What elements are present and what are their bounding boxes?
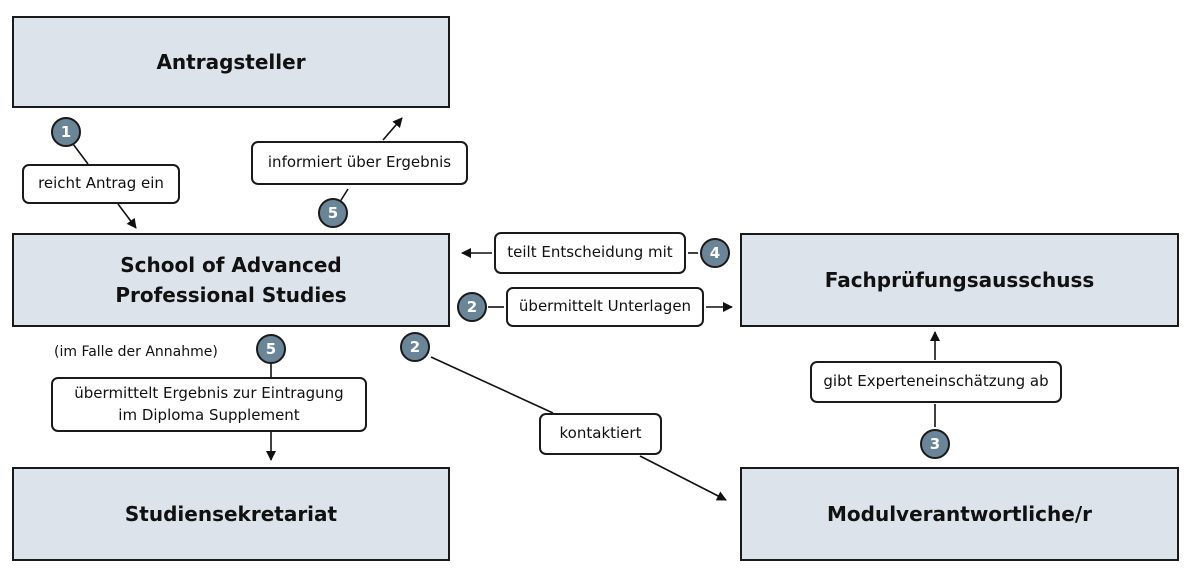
edge-label-uebermittelt-ergebnis-line2: im Diploma Supplement (118, 405, 300, 424)
node-antragsteller: Antragsteller (12, 16, 450, 108)
node-antragsteller-label: Antragsteller (156, 50, 306, 74)
node-fachpruefungsausschuss: Fachprüfungsausschuss (740, 233, 1179, 327)
node-studiensekretariat-label: Studiensekretariat (124, 502, 338, 526)
edge-label-informiert-ueber-ergebnis: informiert über Ergebnis (251, 141, 468, 185)
node-school-label-line2: Professional Studies (115, 283, 347, 307)
node-modulverantwortliche-label: Modulverantwortliche/r (827, 502, 1092, 526)
node-fachpruefungsausschuss-label: Fachprüfungsausschuss (824, 268, 1095, 292)
edge-label-reicht-antrag-ein: reicht Antrag ein (22, 164, 180, 204)
arrow-kontaktiert (639, 455, 727, 501)
edge-label-uebermittelt-unterlagen: übermittelt Unterlagen (506, 287, 704, 327)
step-badge-gibt-experteneinschaetzung: 3 (920, 429, 950, 459)
edge-label-gibt-experteneinschaetzung-ab: gibt Experteneinschätzung ab (810, 361, 1062, 403)
note-im-falle-der-annahme: (im Falle der Annahme) (54, 344, 218, 360)
step-badge-teilt-entscheidung: 4 (700, 238, 730, 268)
node-studiensekretariat: Studiensekretariat (12, 467, 450, 561)
step-badge-reicht-antrag: 1 (51, 117, 81, 147)
edge-label-kontaktiert: kontaktiert (539, 413, 662, 455)
step-badge-kontaktiert: 2 (400, 332, 430, 362)
arrow-informiert-ueber-ergebnis (382, 117, 403, 141)
edge-label-uebermittelt-ergebnis-line1: übermittelt Ergebnis zur Eintragung (74, 383, 344, 402)
arrow-reicht-antrag-ein (117, 203, 137, 229)
step-badge-uebermittelt-ergebnis: 5 (256, 334, 286, 364)
node-school-label: School of Advanced Professional Studies (115, 250, 346, 310)
edge-label-uebermittelt-ergebnis: übermittelt Ergebnis zur Eintragung im D… (51, 377, 367, 432)
node-school-label-line1: School of Advanced (120, 253, 342, 277)
step-badge-uebermittelt-unterlagen: 2 (457, 292, 487, 322)
node-modulverantwortliche: Modulverantwortliche/r (740, 467, 1179, 561)
step-badge-informiert: 5 (318, 198, 348, 228)
node-school-of-advanced-professional-studies: School of Advanced Professional Studies (12, 233, 450, 327)
edge-label-teilt-entscheidung-mit: teilt Entscheidung mit (494, 232, 686, 274)
connector-kontaktiert-badge-to-label (430, 356, 554, 414)
